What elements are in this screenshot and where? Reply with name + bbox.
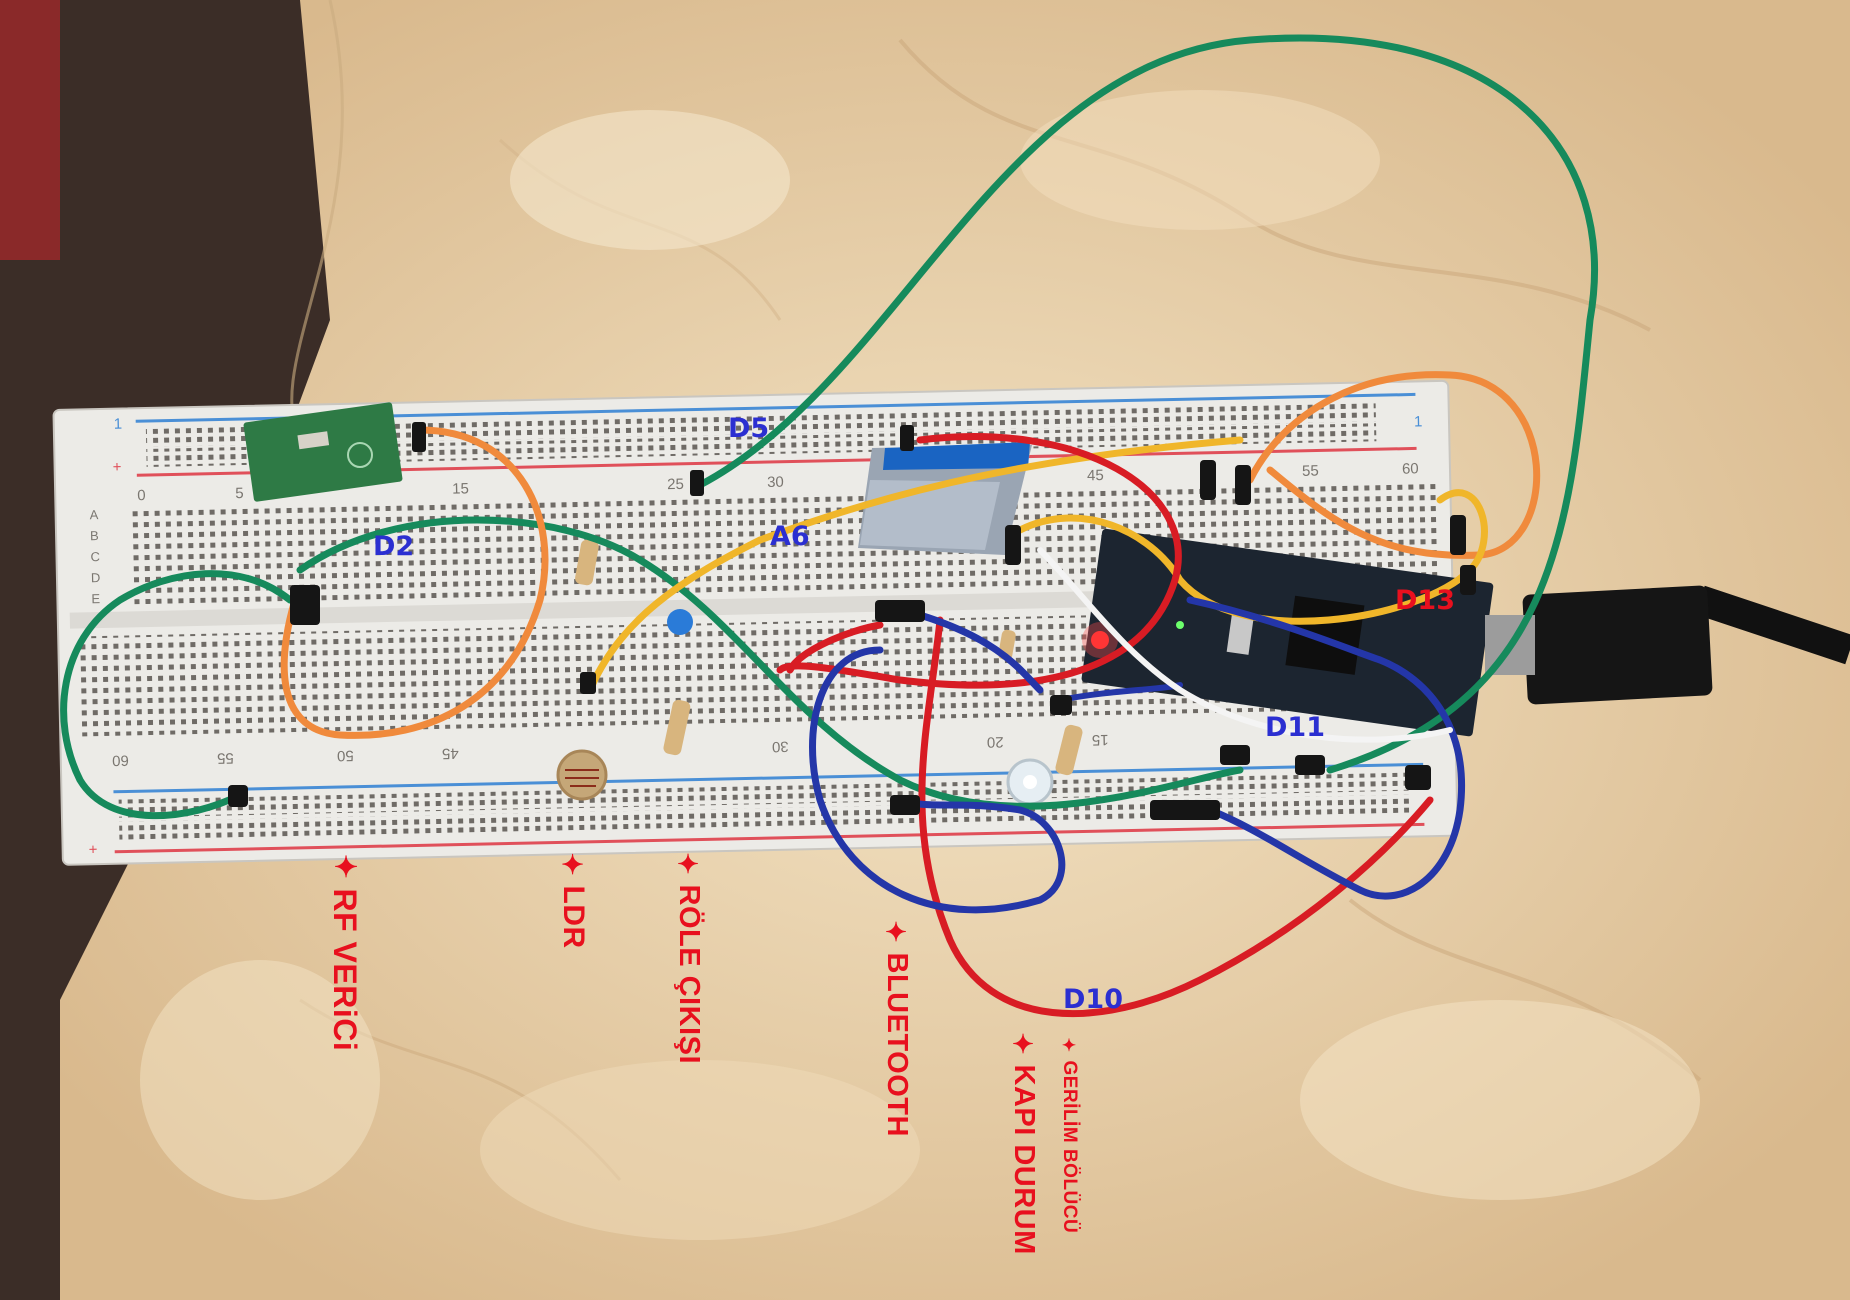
rail-mark: 1 — [114, 416, 123, 433]
col-number: 55 — [217, 749, 234, 766]
pin-label-d10: D10 — [1063, 984, 1123, 1015]
col-number: 25 — [667, 476, 684, 493]
col-number: 20 — [987, 733, 1004, 750]
pin-label-a6: A6 — [770, 521, 810, 552]
col-number: 30 — [772, 738, 789, 755]
yellow-wire-a6 — [586, 436, 1244, 694]
star-icon: ✦ — [882, 918, 912, 949]
row-letters: A B C D E — [89, 507, 100, 606]
orange-wire-right — [1246, 371, 1541, 559]
rail-mark: + — [112, 459, 121, 476]
pin-label-d2: D2 — [373, 531, 414, 562]
star-icon: ✦ — [329, 850, 361, 885]
row-letter: A — [89, 507, 98, 522]
wire-headers — [228, 422, 1476, 820]
col-number: 50 — [337, 747, 354, 764]
blue-capacitor — [667, 609, 693, 635]
rail-mark: + — [88, 841, 97, 858]
green-wire-long — [696, 34, 1598, 774]
col-number: 5 — [235, 485, 244, 502]
blue-wire-bluetooth — [809, 646, 1066, 914]
label-text: BLUETOOTH — [881, 952, 913, 1137]
col-number: 55 — [1302, 462, 1319, 479]
col-number: 60 — [1402, 460, 1419, 477]
star-icon: ✦ — [1009, 1030, 1039, 1061]
label-rf-transmitter: ✦RF VERiCi — [326, 850, 363, 1051]
red-wire-bottom — [918, 616, 1434, 1018]
ldr-sensor — [556, 749, 608, 801]
label-text: GERİLİM BÖLÜCÜ — [1059, 1060, 1080, 1234]
usb-cable — [1485, 585, 1850, 705]
row-letter: B — [90, 528, 99, 543]
blue-wire-mid — [916, 611, 1044, 694]
label-bluetooth: ✦BLUETOOTH — [880, 918, 913, 1137]
label-ldr: ✦LDR — [556, 850, 590, 949]
col-number: 60 — [112, 751, 129, 768]
col-number: 15 — [1092, 731, 1109, 748]
jumper-wires — [60, 34, 1598, 1018]
red-wire-short — [786, 621, 884, 674]
blue-wire-right — [1186, 596, 1465, 900]
rail-marks: 1 + 1 + — [88, 413, 1423, 858]
label-voltage-divider: ✦ GERİLİM BÖLÜCÜ — [1058, 1036, 1080, 1233]
pin-label-d5: D5 — [728, 413, 769, 444]
pin-labels: D5 D2 A6 D13 D11 D10 — [373, 413, 1455, 1015]
label-text: LDR — [557, 885, 590, 949]
star-icon: ✦ — [558, 850, 588, 882]
green-wire-loop — [60, 570, 294, 820]
label-door-status: ✦KAPI DURUM — [1007, 1030, 1040, 1255]
row-letter: D — [91, 570, 101, 585]
label-text: RÖLE ÇIKIŞI — [673, 884, 705, 1065]
green-wire-d2 — [296, 516, 1244, 810]
white-led — [1006, 758, 1054, 806]
label-relay-output: ✦RÖLE ÇIKIŞI — [672, 850, 705, 1064]
orange-wire-loop — [280, 426, 549, 739]
pin-label-d13: D13 — [1395, 585, 1455, 616]
star-icon: ✦ — [1060, 1036, 1079, 1057]
col-number: 45 — [442, 745, 459, 762]
row-letter: E — [91, 591, 100, 606]
col-number: 15 — [452, 480, 469, 497]
row-letter: C — [90, 549, 100, 564]
pin-label-d11: D11 — [1265, 712, 1325, 743]
rail-mark: 1 — [1414, 413, 1423, 430]
star-icon: ✦ — [674, 850, 704, 881]
column-numbers-top: 0 5 15 25 30 45 55 60 — [137, 460, 1419, 504]
red-wire-top — [776, 433, 1182, 689]
white-wire — [1037, 547, 1453, 743]
column-numbers-bottom: 60 55 50 45 30 20 15 — [112, 731, 1109, 769]
yellow-wire-right — [1016, 489, 1488, 625]
col-number: 0 — [137, 487, 146, 504]
label-text: RF VERiCi — [327, 888, 363, 1052]
rf-transmitter-module — [243, 402, 403, 502]
col-number: 30 — [767, 474, 784, 491]
col-number: 45 — [1087, 467, 1104, 484]
label-text: KAPI DURUM — [1008, 1064, 1040, 1255]
